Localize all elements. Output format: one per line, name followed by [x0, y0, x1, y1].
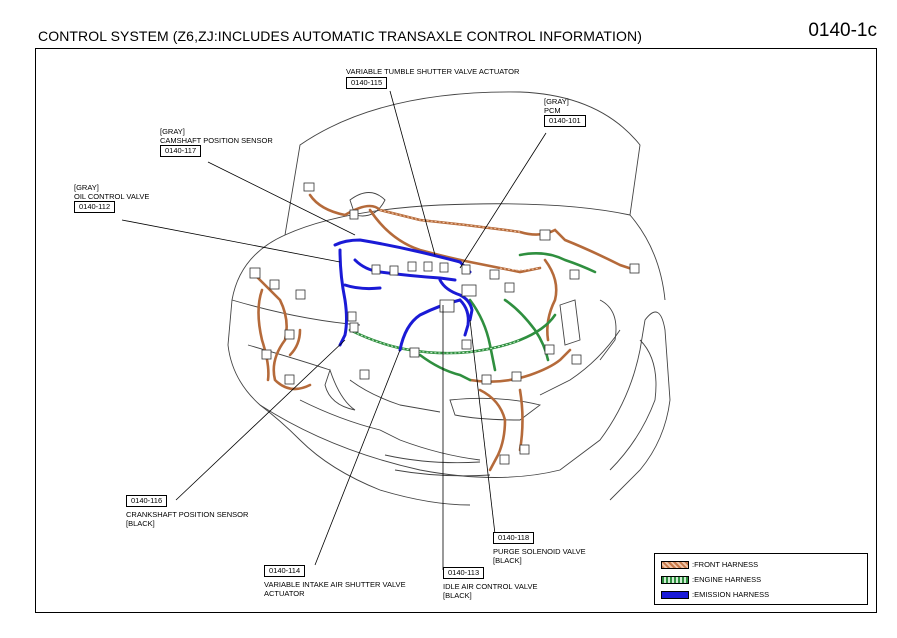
- front-harness-swatch: [661, 561, 689, 570]
- pcm-code: 0140-101: [544, 115, 586, 128]
- legend-label-engine: :ENGINE HARNESS: [692, 575, 762, 584]
- leader-lines: [121, 90, 547, 570]
- cmp-color: [GRAY]: [160, 127, 185, 136]
- legend-item-engine: :ENGINE HARNESS: [661, 575, 761, 585]
- ocv-code: 0140-112: [74, 201, 116, 214]
- iac-name: IDLE AIR CONTROL VALVE: [443, 582, 538, 591]
- iac-color: [BLACK]: [443, 590, 472, 600]
- callout-cmp: [GRAY] CAMSHAFT POSITION SENSOR 0140-117: [160, 127, 273, 158]
- vias-name-line2: ACTUATOR: [264, 588, 305, 598]
- vtsv-name: VARIABLE TUMBLE SHUTTER VALVE ACTUATOR: [346, 67, 520, 76]
- callout-ocv: [GRAY] OIL CONTROL VALVE 0140-112: [74, 183, 150, 214]
- callout-purge: 0140-118 PURGE SOLENOID VALVE [BLACK]: [493, 532, 586, 565]
- pcm-color: [GRAY]: [544, 97, 569, 106]
- legend-label-front: :FRONT HARNESS: [692, 560, 759, 569]
- legend-item-front: :FRONT HARNESS: [661, 560, 758, 570]
- vias-code: 0140-114: [264, 565, 306, 577]
- emission-harness-swatch: [661, 591, 689, 600]
- vtsv-code: 0140-115: [346, 76, 388, 89]
- engine-harness-hatch: [349, 329, 521, 354]
- engine-harness-swatch: [661, 576, 689, 585]
- callout-vtsv: VARIABLE TUMBLE SHUTTER VALVE ACTUATOR 0…: [346, 67, 520, 89]
- page-code: 0140-1c: [808, 20, 877, 41]
- ocv-color: [GRAY]: [74, 183, 99, 192]
- iac-code: 0140-113: [443, 567, 485, 579]
- callout-ckp: 0140-116 CRANKSHAFT POSITION SENSOR [BLA…: [126, 495, 248, 528]
- harness-legend: :FRONT HARNESS :ENGINE HARNESS :EMISSION…: [654, 553, 868, 605]
- callout-vias: 0140-114 VARIABLE INTAKE AIR SHUTTER VAL…: [264, 565, 406, 598]
- connector-blocks: [249, 182, 640, 465]
- legend-label-emission: :EMISSION HARNESS: [692, 590, 770, 599]
- front-harness: [253, 193, 637, 472]
- car-body-outline: [227, 91, 671, 506]
- cmp-code: 0140-117: [160, 145, 202, 158]
- ckp-name: CRANKSHAFT POSITION SENSOR: [126, 510, 249, 519]
- callout-iac: 0140-113 IDLE AIR CONTROL VALVE [BLACK]: [443, 567, 537, 600]
- cmp-name: CAMSHAFT POSITION SENSOR: [160, 135, 273, 145]
- callout-pcm: [GRAY] PCM 0140-101: [544, 97, 586, 128]
- vias-name-line1: VARIABLE INTAKE AIR SHUTTER VALVE: [264, 580, 406, 589]
- ocv-name: OIL CONTROL VALVE: [74, 191, 150, 201]
- diagram-frame: [35, 48, 877, 613]
- purge-color: [BLACK]: [493, 555, 522, 565]
- front-harness-hatch: [379, 209, 541, 271]
- purge-name: PURGE SOLENOID VALVE: [493, 547, 586, 556]
- pcm-name: PCM: [544, 105, 561, 115]
- purge-code: 0140-118: [493, 532, 535, 544]
- ckp-color: [BLACK]: [126, 518, 155, 528]
- ckp-code: 0140-116: [126, 495, 168, 507]
- legend-item-emission: :EMISSION HARNESS: [661, 590, 769, 600]
- page-title: CONTROL SYSTEM (Z6,ZJ:INCLUDES AUTOMATIC…: [38, 28, 642, 44]
